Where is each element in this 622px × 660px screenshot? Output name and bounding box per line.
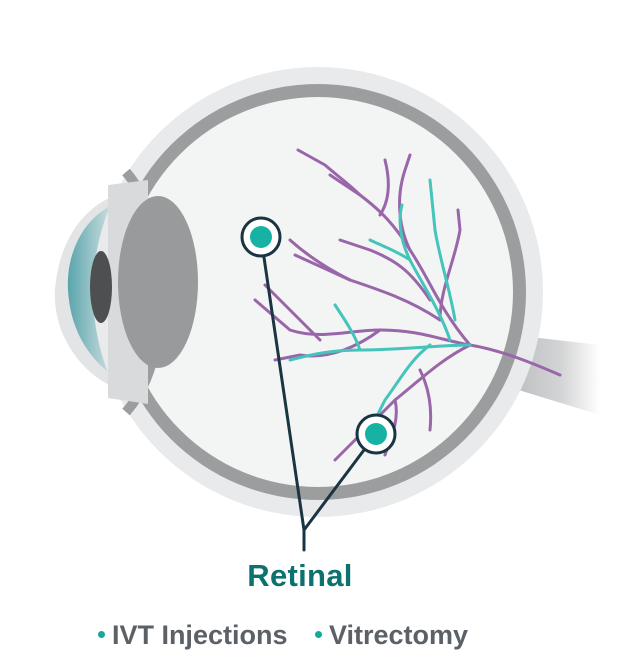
bullet-dot-icon [97,631,105,639]
retina-marker-icon [355,413,397,455]
vitreous-body [123,97,513,487]
bullet-dot-icon [314,631,322,639]
procedure-item: IVT Injections [97,620,288,651]
procedure-label: IVT Injections [111,620,288,650]
eye-illustration [54,67,600,552]
procedure-item: Vitrectomy [314,620,469,651]
diagram-title: Retinal [247,558,353,593]
procedure-label: Vitrectomy [328,620,469,650]
iris-icon [90,251,112,323]
lens-icon [118,196,198,368]
retina-marker-icon [240,216,282,258]
procedure-list: IVT Injections Vitrectomy [0,620,566,651]
retinal-vessels-teal [288,178,472,432]
